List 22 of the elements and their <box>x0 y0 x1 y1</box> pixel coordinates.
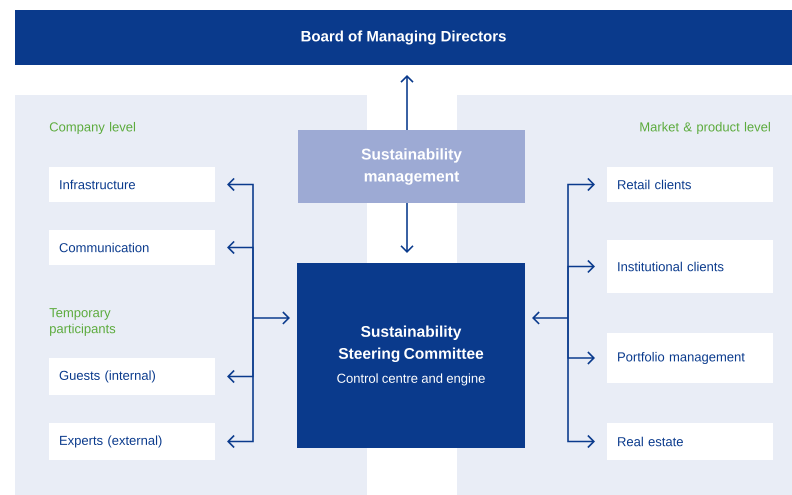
arrow <box>532 311 568 325</box>
section-label: Temporary participants <box>50 308 116 336</box>
committee-box: Sustainability Steering Committee Control centre and engine <box>297 263 525 448</box>
arrow <box>400 203 414 253</box>
process-box: Sustainability management <box>298 130 525 203</box>
participant-box: Institutional clients <box>607 240 773 293</box>
participant-box: Experts (external) <box>49 423 215 460</box>
arrow <box>567 260 595 318</box>
arrow <box>227 240 254 318</box>
arrow <box>253 311 290 325</box>
participant-box: Infrastructure <box>49 167 215 202</box>
section-label: Company level <box>50 122 136 134</box>
participant-box: Real estate <box>607 423 773 460</box>
header-band: Board of Managing Directors <box>15 10 792 65</box>
arrow <box>567 318 595 448</box>
arrow <box>400 75 414 130</box>
participant-box: Portfolio management <box>607 333 773 383</box>
section-label: Market & product level <box>640 122 770 134</box>
participant-box: Communication <box>49 230 215 265</box>
arrow <box>227 318 254 448</box>
participant-box: Retail clients <box>607 167 773 202</box>
participant-box: Guests (internal) <box>49 358 215 395</box>
